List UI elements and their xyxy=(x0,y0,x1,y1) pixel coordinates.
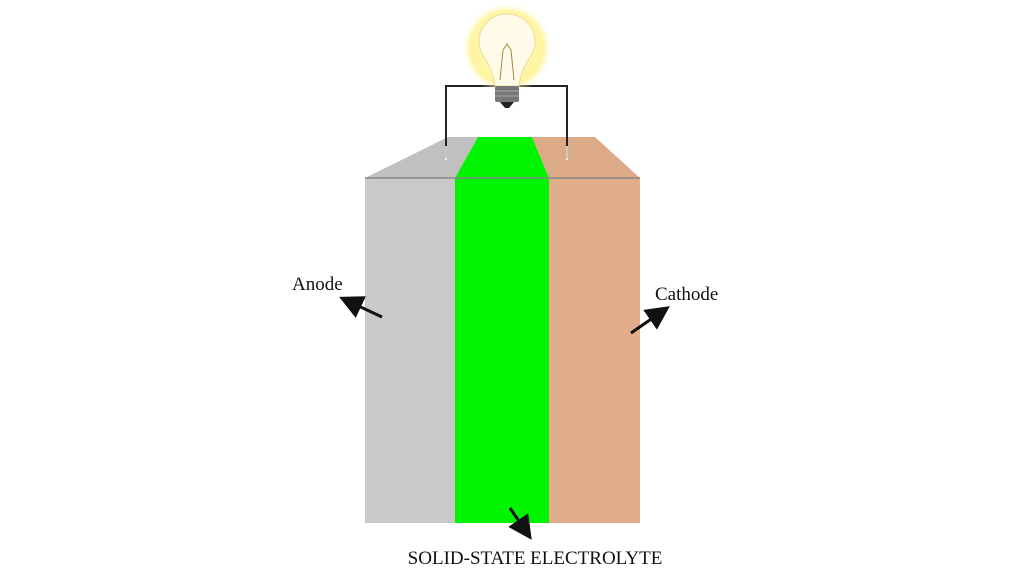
anode-top xyxy=(365,137,478,178)
light-bulb-icon xyxy=(461,2,553,108)
anode-layer xyxy=(365,178,455,523)
cathode-layer xyxy=(549,178,640,523)
cathode-arrow xyxy=(630,306,670,335)
electrolyte-layer xyxy=(455,178,549,523)
cathode-top xyxy=(532,137,640,178)
electrolyte-arrow xyxy=(508,507,532,540)
electrolyte-top xyxy=(455,137,549,178)
anode-arrow xyxy=(339,296,383,319)
cathode-label: Cathode xyxy=(655,284,718,305)
electrolyte-label: SOLID-STATE ELECTROLYTE xyxy=(408,548,663,569)
anode-label: Anode xyxy=(292,274,343,295)
